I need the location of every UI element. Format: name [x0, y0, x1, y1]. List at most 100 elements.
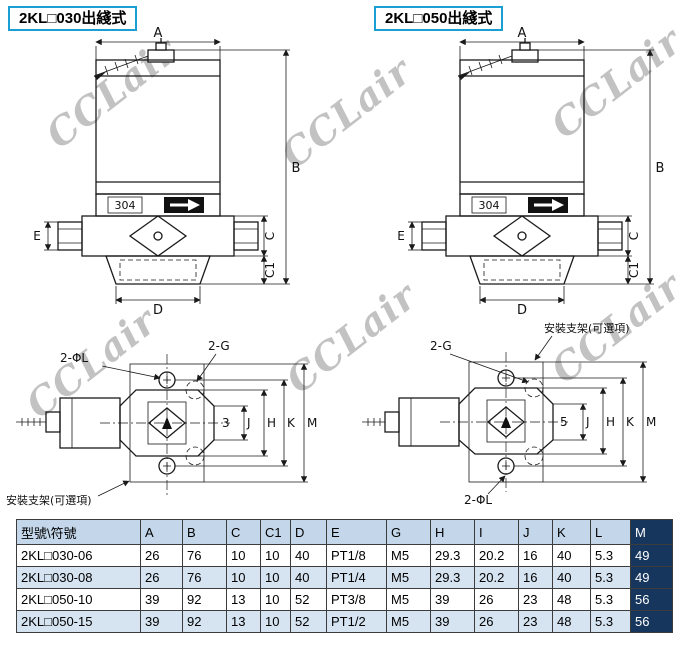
dim-H-label: H — [267, 416, 276, 430]
dim-value-cell: 26 — [140, 566, 183, 589]
dim-value-cell: 5.3 — [590, 544, 631, 567]
dim-value-cell: 20.2 — [474, 566, 519, 589]
model-cell: 2KL□050-10 — [16, 588, 141, 611]
dim-value-cell: PT1/8 — [326, 544, 387, 567]
dim-value-cell: 76 — [182, 566, 227, 589]
dim-value-cell: 10 — [260, 588, 291, 611]
dim-value-cell: 48 — [552, 610, 591, 633]
port-circle — [524, 446, 544, 466]
dim-J-label: J — [585, 415, 590, 429]
dim-value-cell: 40 — [290, 544, 327, 567]
section-title-050: 2KL□050出綫式 — [374, 6, 504, 31]
col-header-7: G — [386, 519, 431, 545]
dim-J: J — [214, 405, 251, 441]
dim-value-cell: 29.3 — [430, 544, 475, 567]
dim-value-cell: M5 — [386, 544, 431, 567]
dim-value-cell: 92 — [182, 610, 227, 633]
dim-J-label: J — [246, 416, 251, 430]
dim-M-label: M — [646, 415, 656, 429]
dim-value-cell: M5 — [386, 588, 431, 611]
col-header-13: M — [630, 519, 673, 545]
flow-direction-icon — [501, 416, 511, 428]
dim-value-cell: M5 — [386, 610, 431, 633]
dim-value-cell: 16 — [518, 544, 553, 567]
bracket-note: 安裝支架(可選項) — [6, 480, 130, 507]
front-view-030 — [8, 24, 308, 316]
dim-value-cell: 23 — [518, 588, 553, 611]
dim-value-cell: 5.3 — [590, 566, 631, 589]
dim-M-label: M — [307, 416, 317, 430]
dim-value-cell: PT1/2 — [326, 610, 387, 633]
valve-top-view-050: 安裝支架(可選項) 2-G 2-ΦL 5 J H — [362, 321, 656, 507]
dim-value-cell: 52 — [290, 588, 327, 611]
valve-top-view-030: 2-ΦL 2-G 3 J H K — [6, 339, 317, 507]
dim-value-cell: 56 — [630, 588, 673, 611]
phi-l-label: 2-ΦL — [60, 351, 88, 365]
dim-value-cell: 49 — [630, 566, 673, 589]
dim-value-cell: 26 — [474, 610, 519, 633]
dim-value-cell: 26 — [140, 544, 183, 567]
dim-value-cell: 92 — [182, 588, 227, 611]
top-view-050: 安裝支架(可選項) 2-G 2-ΦL 5 J H — [362, 321, 656, 507]
dim-value-cell: 20.2 — [474, 544, 519, 567]
dim-value-cell: 29.3 — [430, 566, 475, 589]
dim-value-cell: 39 — [430, 610, 475, 633]
callout-2g: 2-G — [196, 339, 230, 382]
coil-top-view — [16, 397, 121, 449]
col-header-1: A — [140, 519, 183, 545]
dim-value-cell: 10 — [260, 566, 291, 589]
col-header-3: C — [226, 519, 261, 545]
section-title-030: 2KL□030出綫式 — [8, 6, 138, 31]
model-cell: 2KL□030-08 — [16, 566, 141, 589]
phi-l-label: 2-ΦL — [464, 493, 492, 507]
dim-value-cell: 52 — [290, 610, 327, 633]
col-header-6: E — [326, 519, 387, 545]
dim-value-cell: 23 — [518, 610, 553, 633]
dim-H: H — [537, 387, 615, 455]
dim-value-cell: 40 — [552, 566, 591, 589]
col-header-2: B — [182, 519, 227, 545]
dim-value-cell: 5.3 — [590, 610, 631, 633]
port-mark: 5 — [560, 415, 568, 429]
mounting-bracket-plate — [468, 361, 544, 483]
col-header-8: H — [430, 519, 475, 545]
dim-K-label: K — [626, 415, 635, 429]
dim-value-cell: 39 — [140, 610, 183, 633]
dim-K-label: K — [287, 416, 296, 430]
col-header-11: K — [552, 519, 591, 545]
top-view-030: 2-ΦL 2-G 3 J H K — [6, 339, 317, 507]
2g-label: 2-G — [430, 339, 452, 353]
col-header-9: I — [474, 519, 519, 545]
dim-value-cell: 13 — [226, 610, 261, 633]
dim-value-cell: 39 — [430, 588, 475, 611]
bracket-note-label: 安裝支架(可選項) — [6, 493, 92, 507]
dim-value-cell: 76 — [182, 544, 227, 567]
col-header-10: J — [518, 519, 553, 545]
dim-value-cell: 48 — [552, 588, 591, 611]
callout-2g: 2-G — [430, 339, 529, 384]
2g-label: 2-G — [208, 339, 230, 353]
dim-M: M — [543, 361, 656, 483]
dim-value-cell: M5 — [386, 566, 431, 589]
dim-value-cell: 40 — [290, 566, 327, 589]
dim-value-cell: PT1/4 — [326, 566, 387, 589]
front-view-050 — [372, 24, 672, 316]
dim-H: H — [198, 389, 276, 457]
dim-value-cell: 10 — [260, 610, 291, 633]
dim-H-label: H — [606, 415, 615, 429]
model-cell: 2KL□030-06 — [16, 544, 141, 567]
flow-direction-icon — [162, 417, 172, 429]
col-header-5: D — [290, 519, 327, 545]
port-mark: 3 — [222, 416, 230, 430]
dim-value-cell: 10 — [226, 566, 261, 589]
dim-value-cell: 39 — [140, 588, 183, 611]
dim-value-cell: 16 — [518, 566, 553, 589]
col-header-12: L — [590, 519, 631, 545]
bracket-note-label: 安裝支架(可選項) — [544, 321, 630, 335]
dim-J: J — [553, 403, 590, 441]
dim-K: K — [514, 377, 635, 467]
